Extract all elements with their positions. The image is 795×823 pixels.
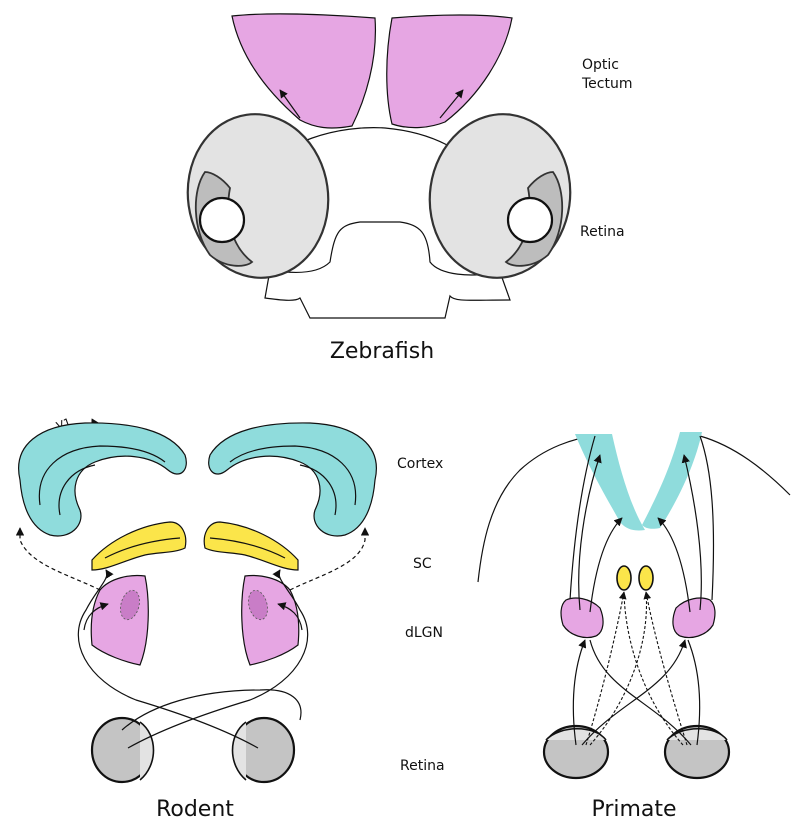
rodent-sc-right [204, 522, 298, 570]
rodent-title: Rodent [156, 797, 234, 822]
primate-cortex-v1-right [642, 432, 702, 529]
primate-sc-left [617, 566, 631, 590]
primate-retina-right-cross [590, 640, 691, 745]
label-sc: SC [413, 556, 432, 572]
primate-lgn-cortex-right2 [658, 518, 690, 612]
label-dlgn: dLGN [405, 625, 443, 641]
label-zebrafish-retina: Retina [580, 224, 625, 240]
rodent-cortex-right [209, 423, 377, 536]
primate-cortex-v1 [575, 434, 645, 531]
primate-cortex-inner-right [700, 436, 714, 600]
optic-tectum-right [387, 15, 512, 128]
primate-panel: Primate [478, 432, 790, 822]
rodent-dlgn-right [242, 576, 299, 665]
right-lens [508, 198, 552, 242]
primate-title: Primate [591, 797, 676, 822]
primate-retina-right-rim [667, 729, 727, 740]
primate-retina-left-cross [582, 640, 685, 745]
label-optic: Optic [582, 57, 619, 73]
primate-lgn-cortex-left2 [590, 518, 622, 612]
left-lens [200, 198, 244, 242]
label-cortex: Cortex [397, 456, 443, 472]
rodent-retina-left-rim [140, 722, 154, 780]
label-tectum: Tectum [581, 76, 632, 92]
rodent-dashed-left [20, 528, 100, 590]
label-retina: Retina [400, 758, 445, 774]
rodent-panel: V1 Rodent [19, 416, 377, 822]
primate-retina-left-rim [546, 729, 606, 740]
primate-cortex-outline [478, 436, 595, 582]
primate-dlgn-right [673, 598, 715, 637]
zebrafish-panel: Optic Tectum Retina Zebrafish [177, 14, 632, 364]
rodent-sc-left [92, 522, 186, 570]
primate-cortex-outline-right [700, 436, 790, 495]
rodent-retina-right-rim [233, 722, 247, 780]
rodent-dashed-right [290, 528, 365, 590]
optic-tectum-left [232, 14, 375, 128]
middle-labels: Cortex SC dLGN Retina [397, 456, 445, 774]
rodent-cortex-left [19, 423, 187, 536]
zebrafish-title: Zebrafish [330, 339, 434, 364]
primate-dlgn-left [561, 598, 603, 637]
primate-sc-right [639, 566, 653, 590]
